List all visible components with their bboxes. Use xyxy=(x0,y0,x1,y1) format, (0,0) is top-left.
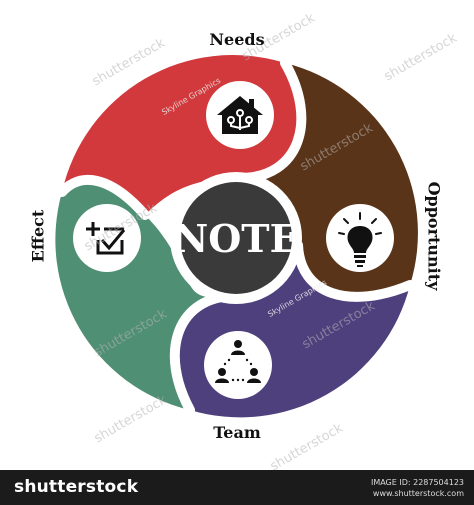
label-effect: Effect xyxy=(28,209,48,263)
needs-icon-group xyxy=(206,81,274,149)
label-needs: Needs xyxy=(209,30,265,49)
label-opportunity: Opportunity xyxy=(424,181,444,291)
segment-separators xyxy=(57,58,415,415)
lightbulb-icon xyxy=(338,212,382,267)
footer-logo: shutterstock xyxy=(14,477,139,497)
smart-home-icon xyxy=(217,96,263,134)
opportunity-icon-group xyxy=(326,204,394,272)
team-icon-group xyxy=(204,331,272,399)
center-label: NOTE xyxy=(173,216,298,261)
footer-url: www.shutterstock.com xyxy=(372,489,464,498)
cycle-diagram: NOTE xyxy=(55,55,418,418)
diagram-stage: NOTE xyxy=(28,11,460,475)
effect-icon-group xyxy=(73,204,141,272)
plus-checklist-icon xyxy=(86,222,126,255)
effect-icon-disc xyxy=(73,204,141,272)
label-team: Team xyxy=(213,423,261,442)
footer-image-id: IMAGE ID: 2287504123 xyxy=(370,478,464,487)
center-disc xyxy=(180,182,292,294)
stock-footer-bar: shutterstock IMAGE ID: 2287504123 www.sh… xyxy=(0,470,474,505)
team-network-icon xyxy=(215,340,261,383)
